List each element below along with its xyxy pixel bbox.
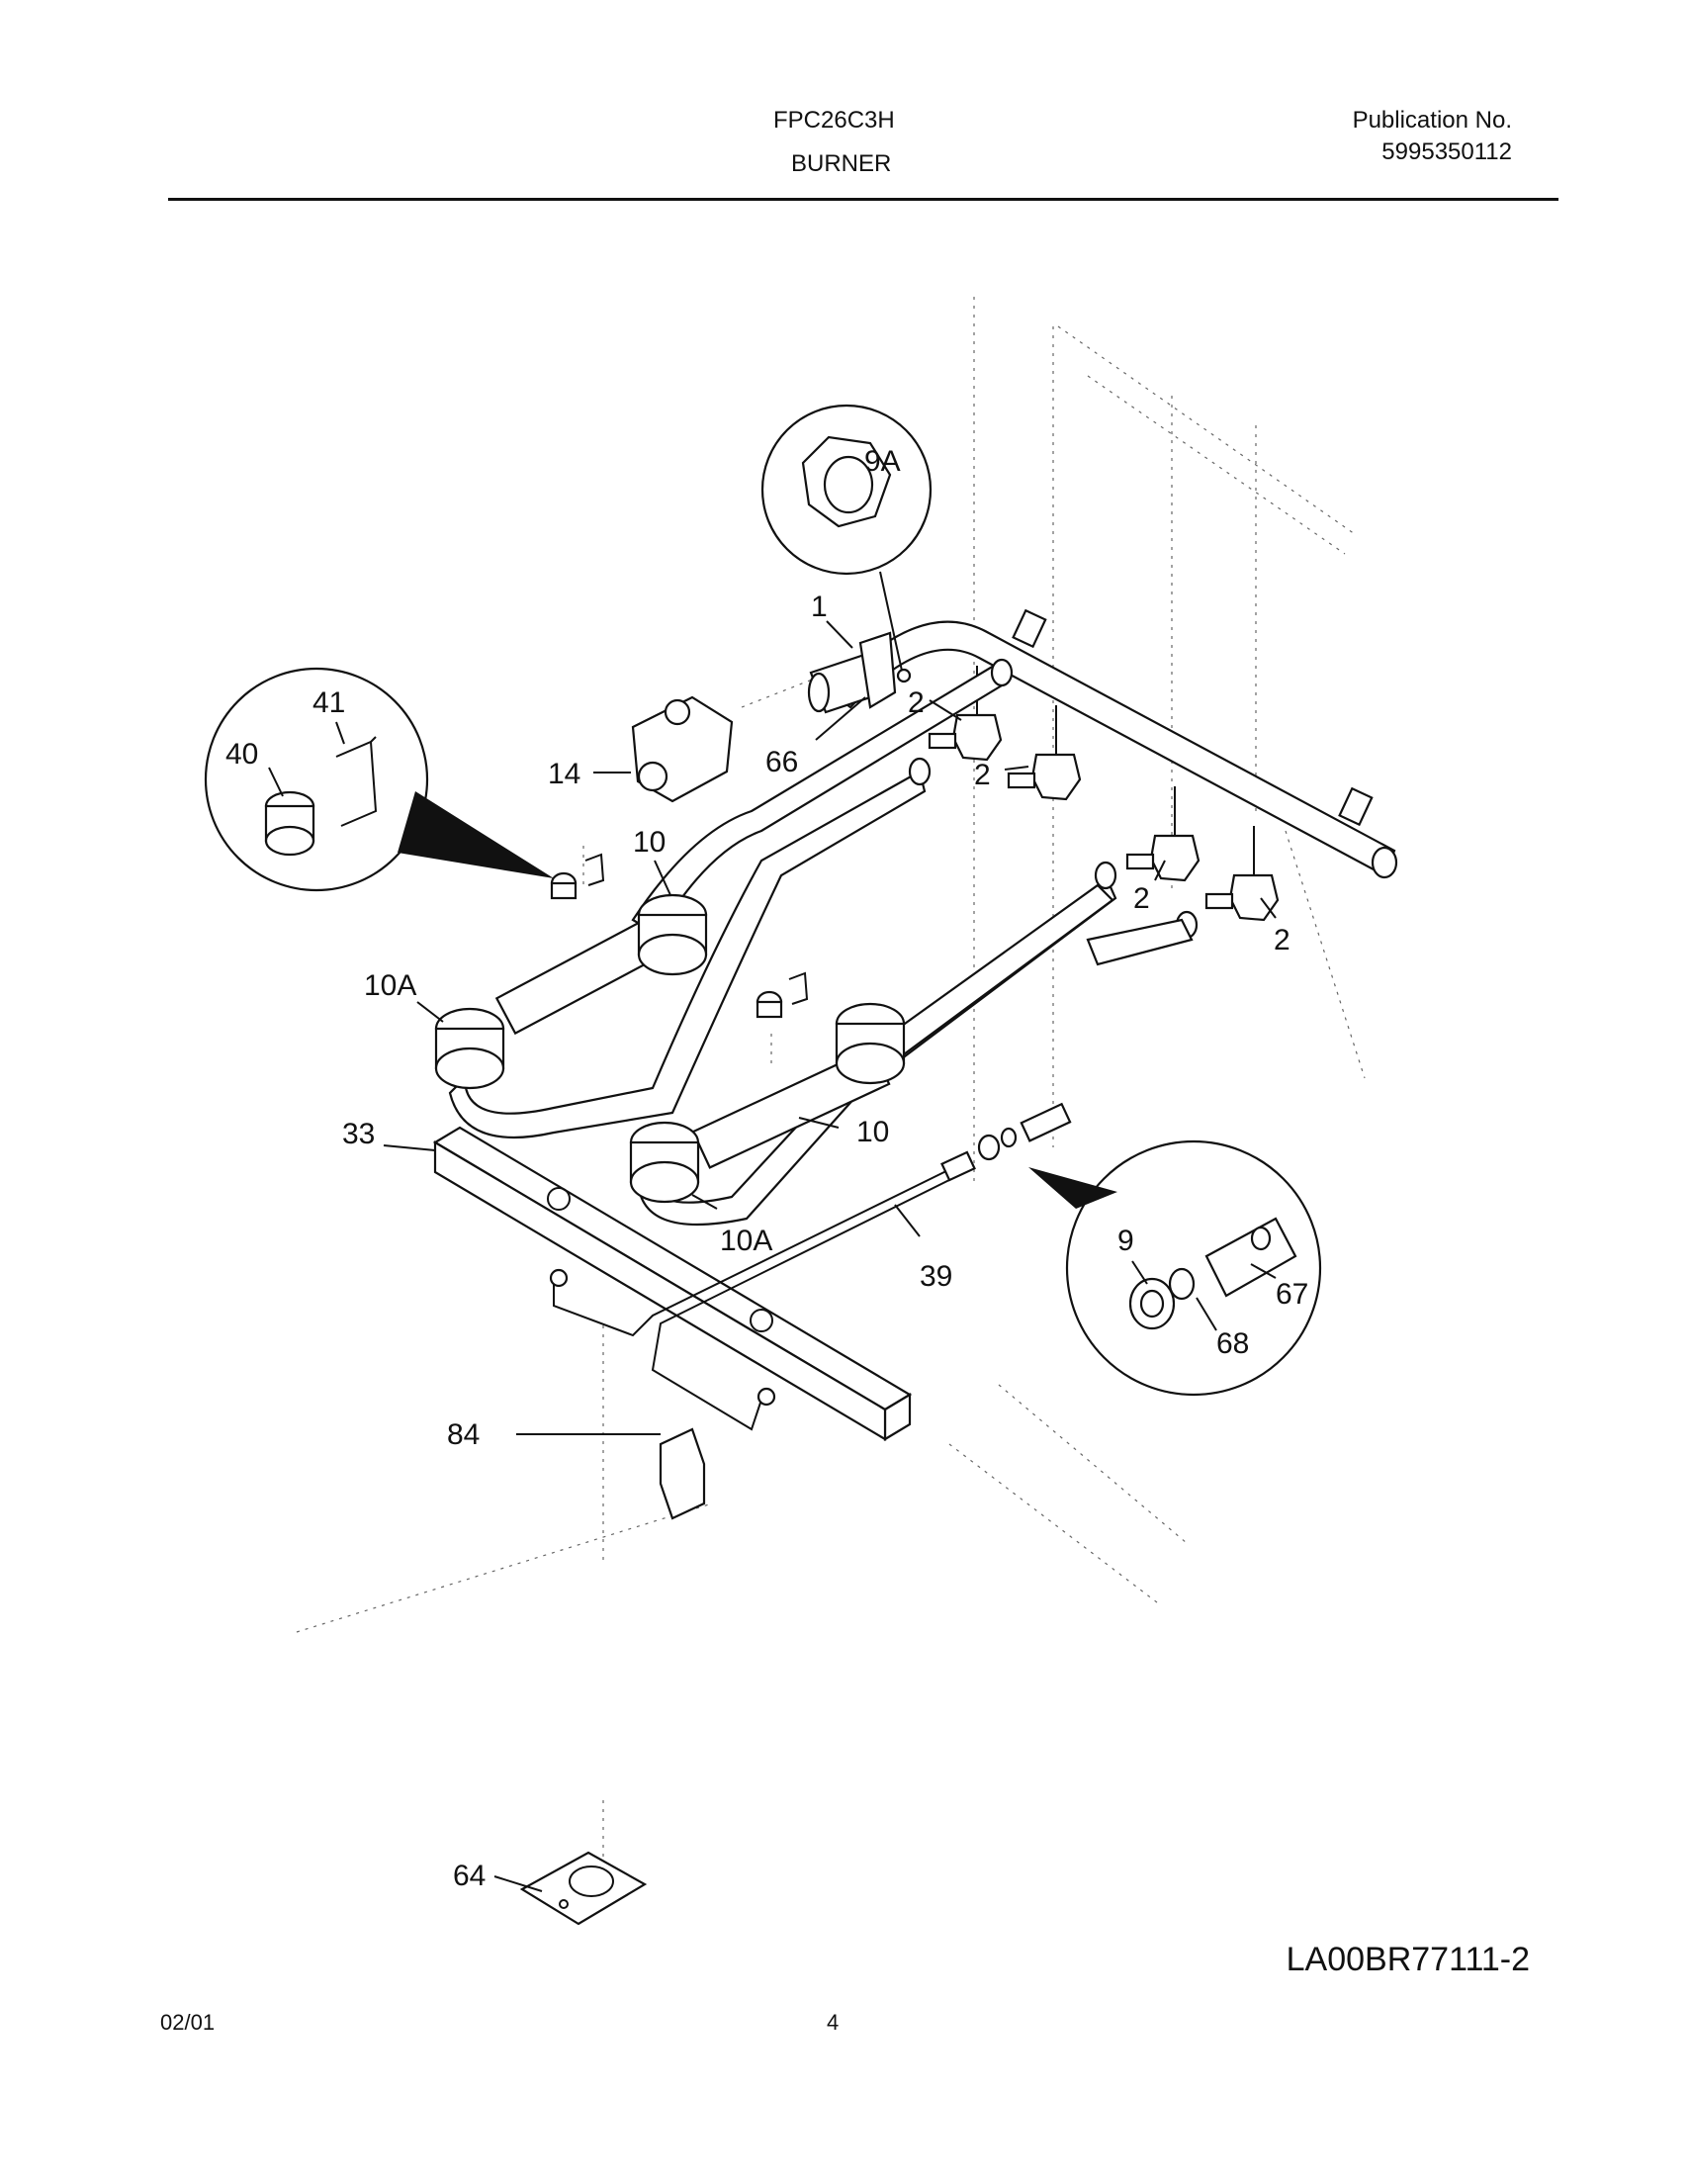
- header-rule: [168, 198, 1558, 201]
- callout-10a-left: 10A: [364, 969, 416, 1002]
- tube-assembly: [549, 1102, 1072, 1431]
- burner-clips: [550, 853, 809, 1019]
- model-number: FPC26C3H: [773, 107, 895, 134]
- publication-number: 5995350112: [1381, 138, 1512, 165]
- callout-10a-right: 10A: [720, 1225, 772, 1257]
- leader-lines: [268, 620, 1277, 1892]
- footer-date: 02/01: [160, 2010, 216, 2035]
- callout-40: 40: [225, 738, 258, 771]
- callout-66: 66: [765, 746, 798, 778]
- section-title: BURNER: [791, 150, 892, 177]
- burner-valves: [928, 666, 1280, 922]
- callout-2d: 2: [1274, 924, 1290, 956]
- callout-labels: 1 2 2 2 2 9A 9 10 10 10A 10A 14 33 39 40…: [225, 445, 1308, 1892]
- callout-10-left: 10: [633, 826, 666, 859]
- page-number: 4: [827, 2010, 840, 2035]
- fitting-detail: [1028, 1139, 1322, 1397]
- pressure-regulator: [631, 695, 734, 803]
- callout-1: 1: [811, 591, 828, 623]
- callout-33: 33: [342, 1118, 375, 1150]
- manifold-pipe: [807, 608, 1398, 879]
- support-bracket: [432, 1126, 913, 1441]
- callout-67: 67: [1276, 1278, 1308, 1311]
- gasket: [519, 1851, 648, 1926]
- right-burner-assembly: [629, 861, 1199, 1227]
- callout-84: 84: [447, 1418, 480, 1451]
- callout-9: 9: [1117, 1225, 1134, 1257]
- callout-2c: 2: [1133, 882, 1150, 915]
- callout-9a: 9A: [864, 445, 901, 478]
- callout-14: 14: [548, 758, 580, 790]
- callout-2b: 2: [974, 759, 991, 791]
- callout-68: 68: [1216, 1327, 1249, 1360]
- drawing-id: LA00BR77111-2: [1286, 1941, 1530, 1978]
- clip-detail: [204, 667, 554, 892]
- mounting-bracket: [659, 1427, 706, 1520]
- orifice-nut-detail: [760, 404, 933, 672]
- publication-label: Publication No.: [1352, 107, 1512, 134]
- callout-64: 64: [453, 1860, 486, 1892]
- callout-39: 39: [920, 1260, 952, 1293]
- left-burner-assembly: [434, 658, 1014, 1139]
- callout-2a: 2: [908, 686, 925, 719]
- callout-41: 41: [312, 686, 345, 719]
- callout-10-right: 10: [856, 1116, 889, 1148]
